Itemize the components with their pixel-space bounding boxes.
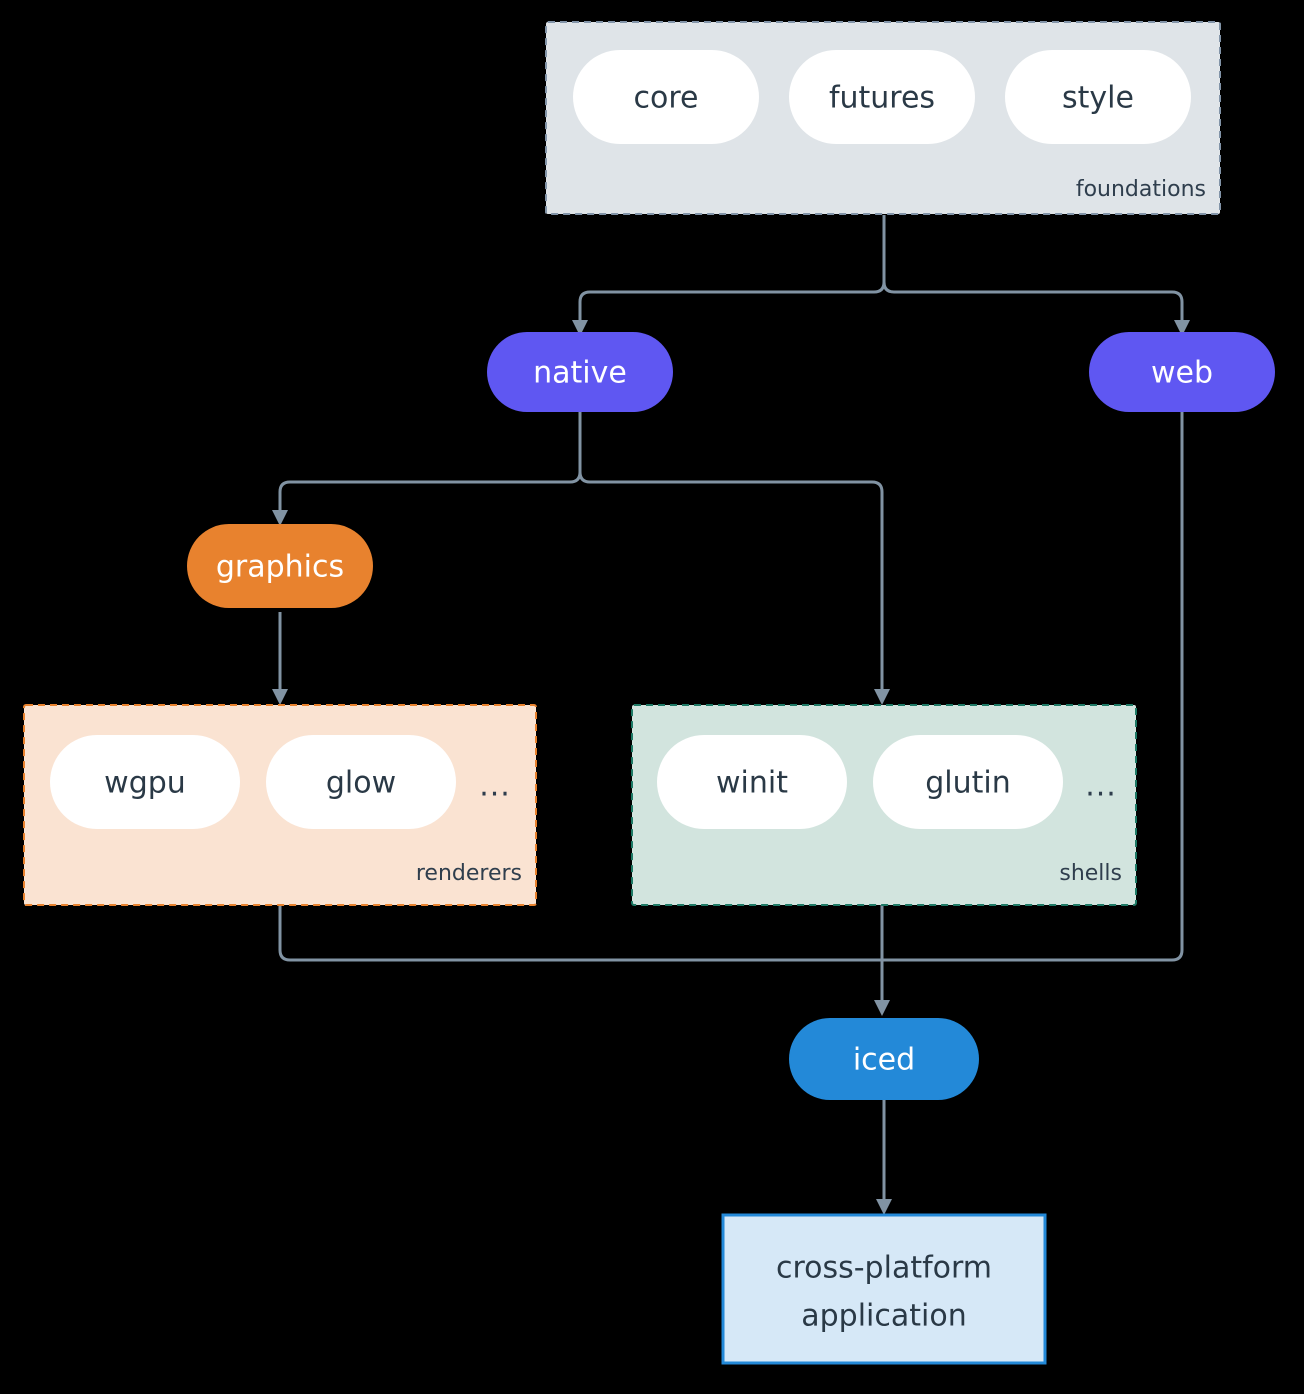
node-wgpu-shape — [50, 735, 240, 829]
node-graphics-shape — [187, 524, 373, 608]
node-glutin-label: glutin — [925, 766, 1011, 801]
node-wgpu-label: wgpu — [104, 766, 186, 801]
edge-native-split — [278, 412, 582, 512]
edge-foundations-split — [578, 215, 886, 322]
cluster-renderers-label: renderers — [416, 861, 522, 886]
arrow-native-to-shells — [874, 689, 890, 705]
node-wgpu[interactable]: wgpu — [50, 735, 240, 829]
node-style-shape — [1005, 50, 1191, 144]
node-winit[interactable]: winit — [657, 735, 847, 829]
edge-renderers-to-iced — [278, 905, 882, 962]
node-web[interactable]: web — [1089, 332, 1275, 412]
node-application-label-line1: cross-platform — [776, 1251, 992, 1286]
cluster-foundations-label: foundations — [1076, 177, 1206, 202]
arrow-into-iced — [874, 1000, 890, 1016]
edge-foundations-to-web — [882, 281, 1184, 322]
cluster-foundations[interactable]: core futures style foundations — [545, 21, 1221, 215]
edge-native-to-shells — [578, 471, 884, 690]
node-iced[interactable]: iced — [789, 1018, 979, 1100]
node-style-label: style — [1062, 81, 1134, 116]
arrow-native-to-graphics — [272, 510, 288, 526]
edge-layer — [272, 215, 1190, 1215]
arrow-graphics-to-renderers — [272, 689, 288, 705]
node-core-label: core — [634, 81, 699, 116]
node-graphics-label: graphics — [216, 550, 344, 585]
node-web-shape — [1089, 332, 1275, 412]
arrow-foundations-to-native — [572, 320, 588, 336]
node-glow-shape — [266, 735, 456, 829]
node-futures[interactable]: futures — [789, 50, 975, 144]
node-futures-shape — [789, 50, 975, 144]
node-winit-shape — [657, 735, 847, 829]
node-winit-label: winit — [716, 766, 788, 801]
arrow-foundations-to-web — [1174, 320, 1190, 336]
cluster-shells-label: shells — [1059, 861, 1122, 886]
node-iced-label: iced — [853, 1043, 915, 1078]
node-futures-label: futures — [829, 81, 935, 116]
node-web-label: web — [1151, 356, 1213, 391]
node-application-label-line2: application — [801, 1299, 966, 1334]
node-native[interactable]: native — [487, 332, 673, 412]
node-application[interactable]: cross-platform application — [721, 1213, 1047, 1365]
arrow-iced-to-application — [876, 1199, 892, 1215]
node-glutin-shape — [873, 735, 1063, 829]
cluster-shells[interactable]: winit glutin ... shells — [631, 704, 1137, 906]
node-native-label: native — [533, 356, 627, 391]
node-glow[interactable]: glow — [266, 735, 456, 829]
renderers-more-label: ... — [479, 769, 511, 804]
node-core-shape — [573, 50, 759, 144]
node-glutin[interactable]: glutin — [873, 735, 1063, 829]
node-glow-label: glow — [326, 766, 396, 801]
node-iced-shape — [789, 1018, 979, 1100]
edge-web-to-iced — [882, 412, 1184, 962]
shells-more-label: ... — [1085, 769, 1117, 804]
node-native-shape — [487, 332, 673, 412]
node-style[interactable]: style — [1005, 50, 1191, 144]
cluster-renderers[interactable]: wgpu glow ... renderers — [23, 704, 537, 906]
node-application-shape — [721, 1213, 1047, 1365]
node-core[interactable]: core — [573, 50, 759, 144]
node-graphics[interactable]: graphics — [187, 524, 373, 608]
